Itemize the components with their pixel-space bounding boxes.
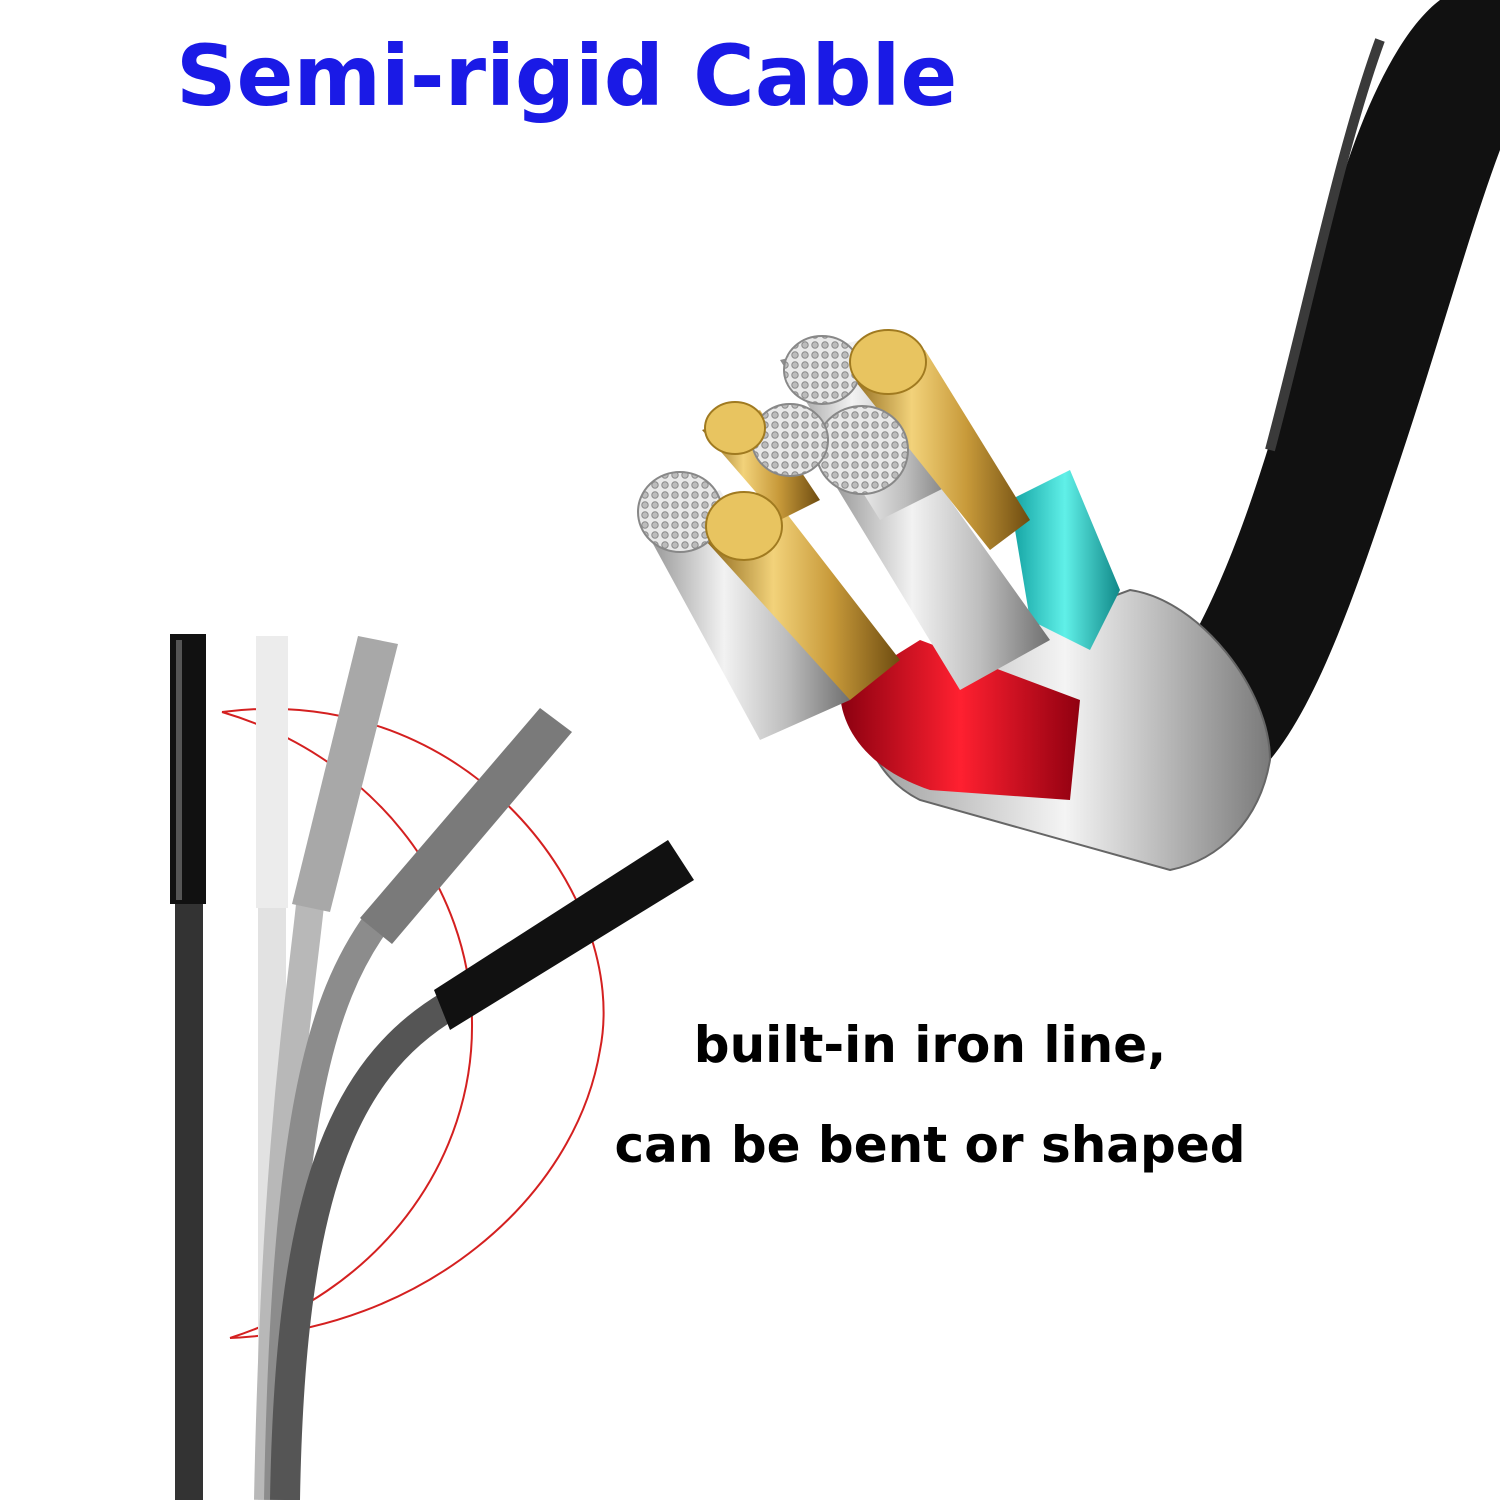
strand-cap-4: [783, 335, 861, 405]
gold-cap-3: [704, 401, 766, 455]
feature-caption: built-in iron line, can be bent or shape…: [600, 995, 1260, 1195]
cable-straight-black: [170, 634, 206, 1500]
bend-demo: [170, 634, 694, 1500]
bend-arc-right: [221, 707, 605, 1339]
gold-cap-2: [849, 329, 927, 395]
teal-insulation: [1010, 470, 1120, 650]
silver-conductor-1: [640, 490, 850, 740]
page-title: Semi-rigid Cable: [176, 27, 958, 125]
caption-line-2: can be bent or shaped: [614, 1116, 1246, 1174]
red-insulation: [840, 640, 1080, 800]
strand-cap-2: [815, 405, 909, 495]
outer-jacket: [1180, 0, 1500, 860]
cable-bent-black: [270, 840, 694, 1500]
gold-cap-1: [705, 491, 783, 561]
gold-conductor-2: [848, 350, 1030, 550]
cable-cross-section: [637, 0, 1500, 872]
caption-line-1: built-in iron line,: [693, 1016, 1167, 1074]
strand-cap-3: [751, 403, 829, 477]
